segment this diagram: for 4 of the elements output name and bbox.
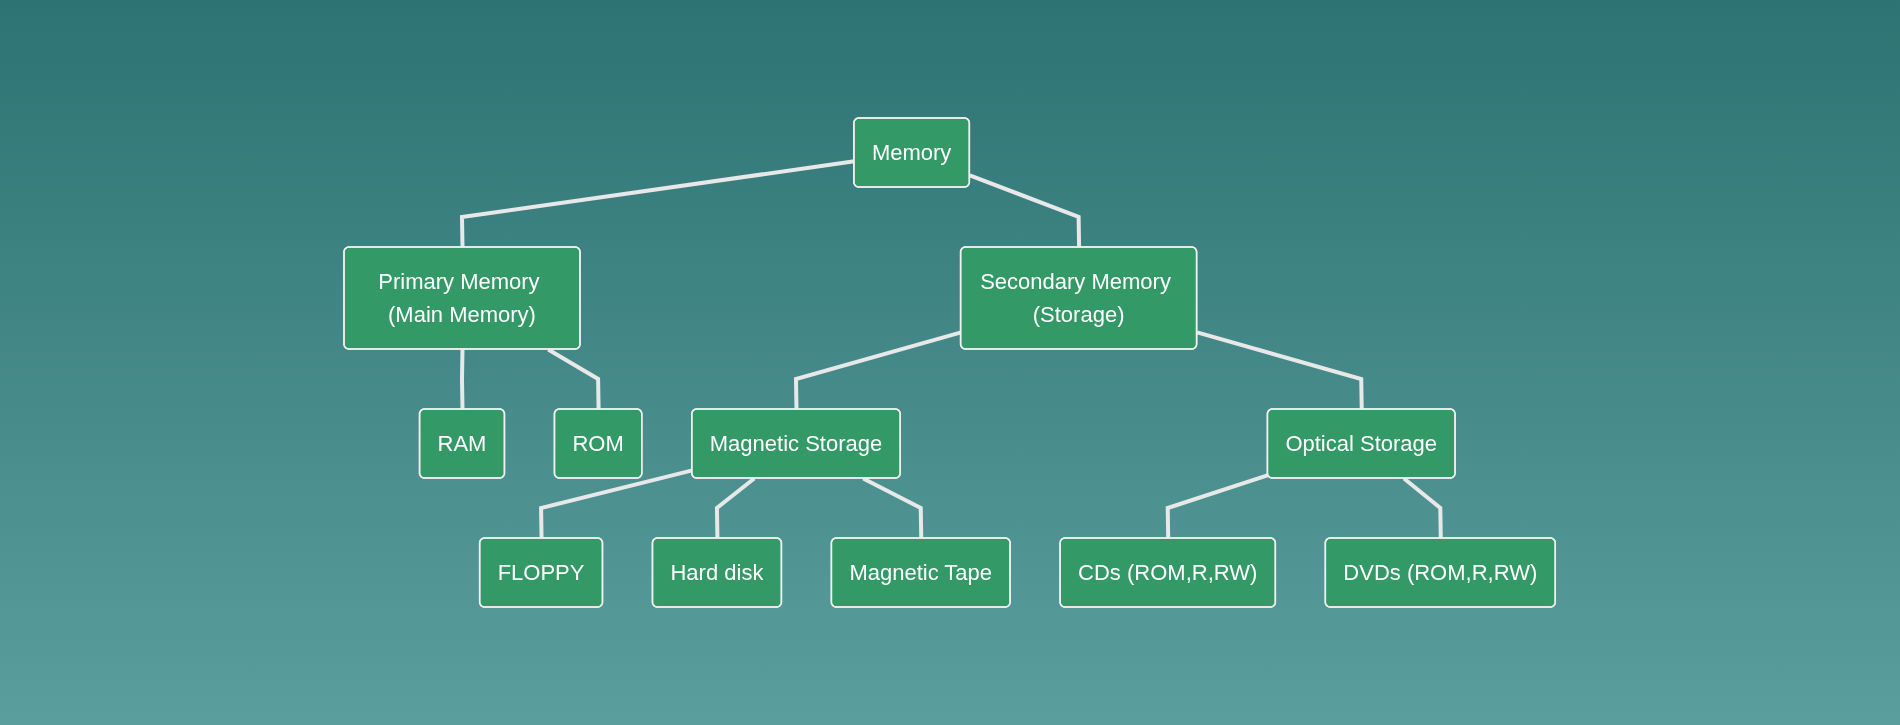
connector	[1196, 330, 1365, 410]
connector	[1166, 473, 1270, 539]
connector	[969, 173, 1082, 248]
connector	[460, 349, 465, 410]
